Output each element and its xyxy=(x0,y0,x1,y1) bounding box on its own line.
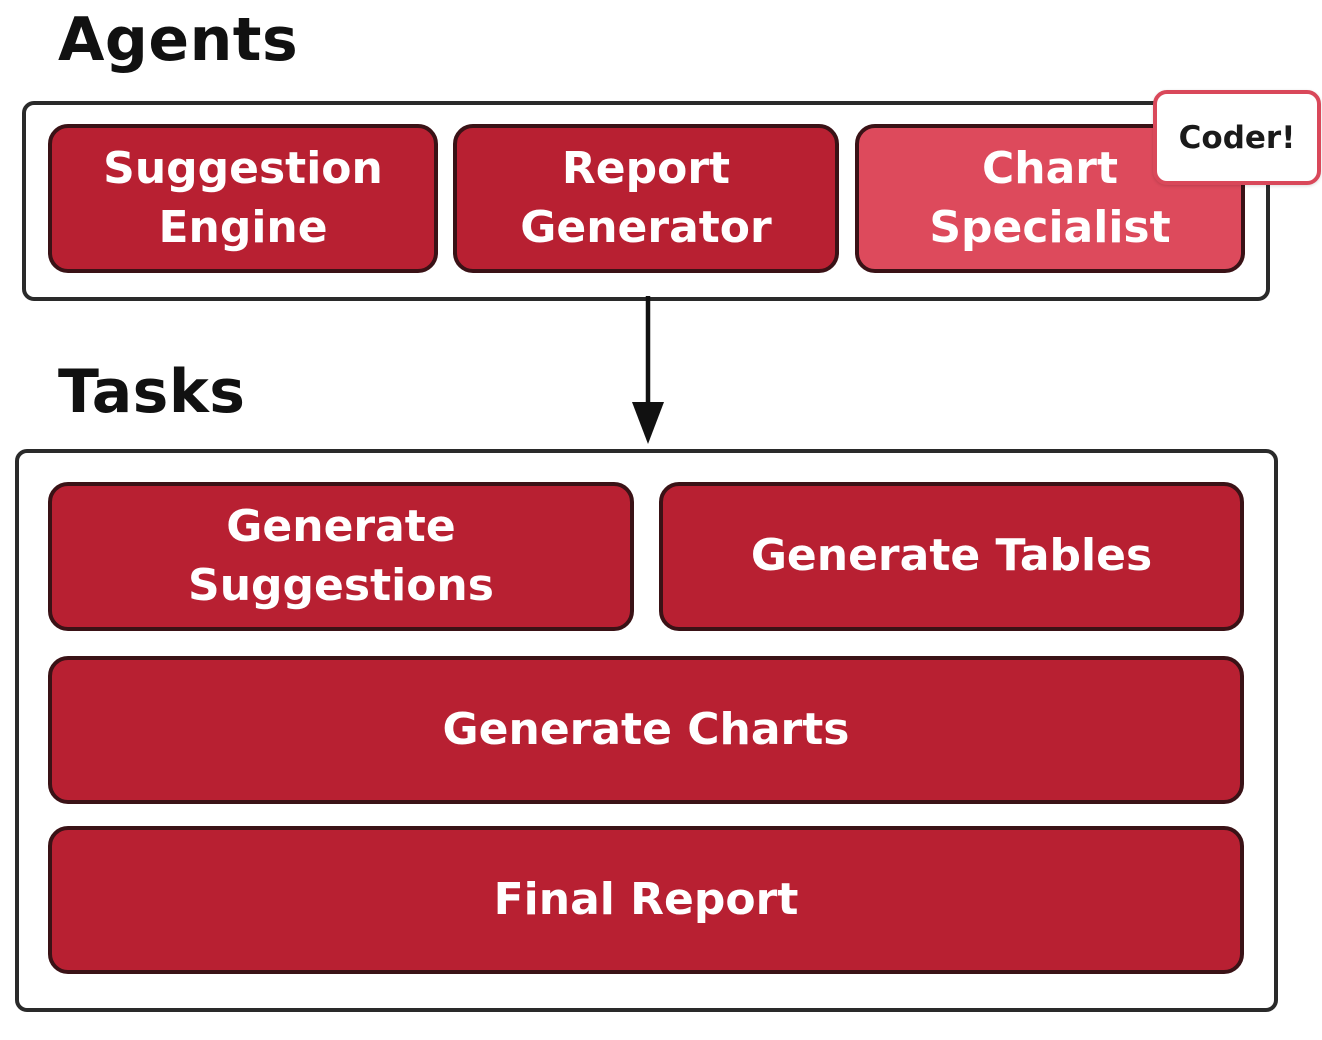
agent-label: Suggestion Engine xyxy=(103,143,383,253)
task-generate-suggestions: Generate Suggestions xyxy=(48,482,634,631)
agents-heading: Agents xyxy=(58,5,299,75)
task-label: Final Report xyxy=(493,873,799,925)
flow-arrow-head xyxy=(632,402,664,444)
task-label: Generate Charts xyxy=(442,703,850,755)
agent-report-generator: Report Generator xyxy=(453,124,839,273)
task-final-report: Final Report xyxy=(48,826,1244,974)
tasks-heading: Tasks xyxy=(58,357,246,427)
task-generate-tables: Generate Tables xyxy=(659,482,1244,631)
task-generate-charts: Generate Charts xyxy=(48,656,1244,804)
flow-arrow xyxy=(632,296,664,444)
agent-suggestion-engine: Suggestion Engine xyxy=(48,124,438,273)
coder-badge: Coder! xyxy=(1153,90,1321,185)
task-label: Generate Suggestions xyxy=(188,501,494,611)
agent-chart-specialist: Chart Specialist xyxy=(855,124,1245,273)
agent-label: Report Generator xyxy=(520,143,772,253)
agent-label: Chart Specialist xyxy=(929,143,1171,253)
task-label: Generate Tables xyxy=(750,530,1153,582)
